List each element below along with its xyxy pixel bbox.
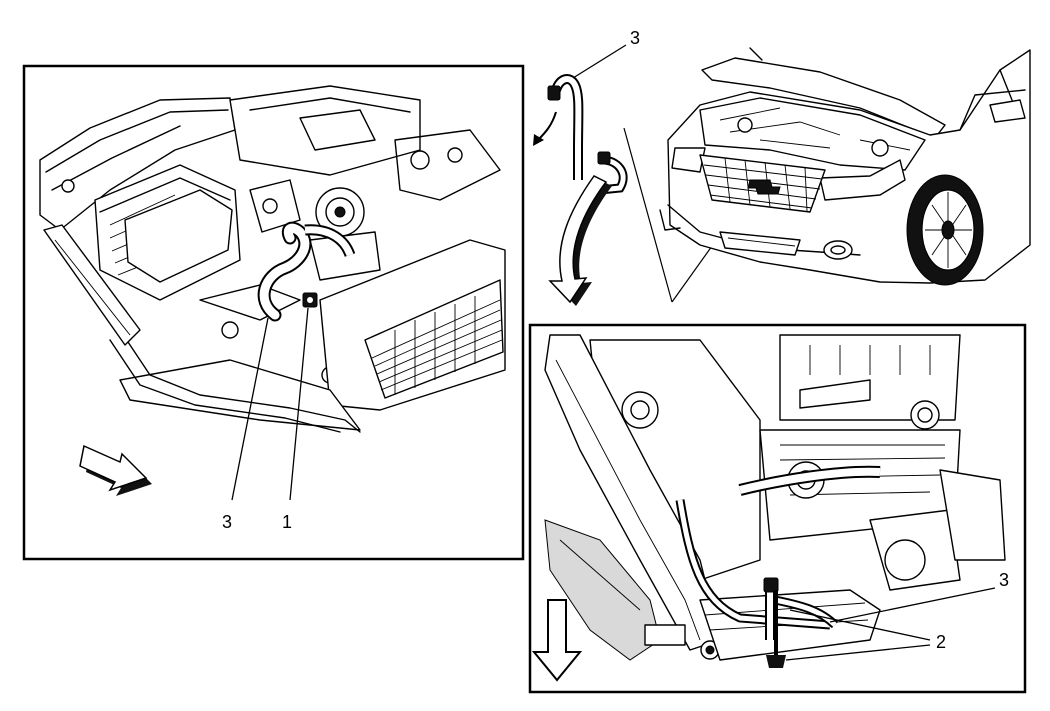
hood bbox=[701, 57, 946, 139]
radiator-support bbox=[119, 239, 506, 431]
engine-cover-bottom bbox=[779, 334, 961, 421]
cowl-panel bbox=[39, 97, 236, 231]
large-curved-arrow-icon bbox=[548, 175, 612, 306]
callout-3-bottom: 3 bbox=[999, 570, 1009, 590]
ac-hose-right bbox=[675, 465, 881, 640]
leader-top-hose bbox=[572, 44, 627, 79]
callout-3-left: 3 bbox=[222, 512, 232, 532]
callout-3-top: 3 bbox=[630, 28, 640, 48]
view-arrow-down-icon bbox=[531, 599, 583, 682]
callout-2-bottom: 2 bbox=[936, 632, 946, 652]
callout-1-left: 1 bbox=[282, 512, 292, 532]
left-detail-panel: 3 1 bbox=[22, 64, 525, 561]
side-rail bbox=[43, 224, 141, 346]
leader-bottom-hose bbox=[829, 587, 996, 623]
air-cleaner-housing bbox=[94, 164, 241, 301]
front-support bbox=[544, 334, 721, 661]
view-arrow-left-icon bbox=[79, 444, 152, 496]
vehicle-overview bbox=[623, 47, 1031, 303]
engine-details bbox=[199, 129, 501, 384]
leader-bolt-1 bbox=[789, 609, 931, 641]
left-headlamp bbox=[671, 147, 706, 173]
leader-left-clip bbox=[289, 307, 309, 501]
grille bbox=[699, 154, 826, 213]
side-mirror bbox=[989, 99, 1026, 123]
removed-hose-illustration: 3 bbox=[533, 28, 640, 306]
bumper-fascia bbox=[109, 329, 361, 433]
engine-cover bbox=[229, 85, 421, 176]
leader-bolt-2 bbox=[785, 644, 931, 661]
right-headlamp bbox=[819, 159, 906, 201]
hose-bolt bbox=[766, 590, 786, 668]
right-detail-panel: 3 2 bbox=[528, 323, 1027, 694]
hose-clip bbox=[302, 292, 318, 308]
leader-left-hose bbox=[231, 317, 269, 501]
ac-hose-left bbox=[257, 221, 356, 322]
small-curved-arrow-icon bbox=[537, 111, 557, 141]
front-wheel bbox=[906, 174, 984, 286]
